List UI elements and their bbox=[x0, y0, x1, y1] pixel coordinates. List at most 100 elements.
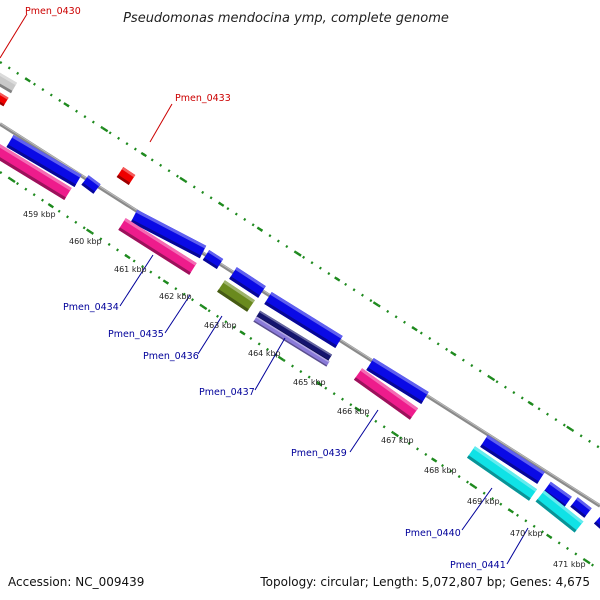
tick-label: 462 kbp bbox=[159, 292, 192, 301]
gene-block-highlight bbox=[223, 280, 255, 303]
gene-block bbox=[570, 497, 592, 518]
tick-label: 467 kbp bbox=[381, 436, 414, 445]
genes-layer bbox=[0, 72, 600, 533]
gene-block-shadow bbox=[0, 101, 5, 107]
gene-block bbox=[202, 250, 224, 269]
gene-label-pmen-0430: Pmen_0430 bbox=[25, 6, 81, 17]
leader-line-pmen-0435 bbox=[164, 294, 191, 334]
map-title: Pseudomonas mendocina ymp, complete geno… bbox=[123, 11, 449, 26]
gene-block bbox=[116, 167, 136, 185]
gene-label-pmen-0439: Pmen_0439 bbox=[291, 448, 347, 459]
gene-label-pmen-0435: Pmen_0435 bbox=[108, 329, 164, 340]
gene-block-body bbox=[116, 167, 136, 185]
gene-block bbox=[264, 292, 343, 348]
summary-text: Topology: circular; Length: 5,072,807 bp… bbox=[259, 575, 590, 589]
gene-block-body bbox=[130, 209, 207, 259]
tick-label: 468 kbp bbox=[424, 466, 457, 475]
gene-block-highlight bbox=[360, 368, 419, 411]
gene-block-shadow bbox=[366, 367, 423, 404]
gene-block bbox=[0, 72, 17, 94]
gene-label-pmen-0440: Pmen_0440 bbox=[405, 528, 461, 539]
gene-block-body bbox=[535, 490, 584, 533]
gene-label-pmen-0436: Pmen_0436 bbox=[143, 351, 199, 362]
gene-block-highlight bbox=[124, 218, 197, 266]
gene-block-shadow bbox=[217, 289, 249, 312]
gene-block-highlight bbox=[235, 267, 266, 289]
gene-block-shadow bbox=[535, 499, 577, 533]
gene-label-pmen-0437: Pmen_0437 bbox=[199, 387, 255, 398]
gene-block-body bbox=[229, 267, 266, 298]
gene-block-body bbox=[570, 497, 592, 518]
gene-block-body bbox=[353, 368, 419, 420]
leader-line-pmen-0437 bbox=[254, 337, 286, 391]
gene-block-body bbox=[366, 358, 429, 404]
gene-block bbox=[229, 267, 266, 298]
tick-label: 460 kbp bbox=[69, 237, 102, 246]
gene-block-body bbox=[480, 435, 545, 484]
leader-line-pmen-0436 bbox=[197, 315, 223, 355]
tick-label: 464 kbp bbox=[248, 349, 281, 358]
tick-label: 466 kbp bbox=[337, 407, 370, 416]
inner-dotted-ring bbox=[0, 171, 600, 571]
gene-block-shadow bbox=[467, 455, 531, 501]
gene-block-body bbox=[217, 280, 255, 312]
gene-block bbox=[81, 175, 101, 194]
gene-block bbox=[118, 218, 197, 275]
gene-block-highlight bbox=[0, 92, 9, 100]
gene-block-highlight bbox=[0, 144, 72, 191]
gene-block-highlight bbox=[542, 490, 584, 524]
tick-label: 459 kbp bbox=[23, 210, 56, 219]
gene-block-shadow bbox=[118, 227, 191, 275]
leader-line-pmen-0434 bbox=[119, 254, 154, 307]
gene-block-highlight bbox=[207, 250, 224, 262]
gene-label-pmen-0441: Pmen_0441 bbox=[450, 560, 506, 571]
tick-label: 463 kbp bbox=[204, 321, 237, 330]
gene-block bbox=[0, 144, 72, 200]
gene-block-highlight bbox=[473, 446, 537, 492]
gene-block-shadow bbox=[202, 257, 219, 269]
gene-block bbox=[467, 446, 537, 501]
gene-block-shadow bbox=[0, 157, 66, 200]
tick-label: 465 kbp bbox=[293, 378, 326, 387]
leader-line-pmen-0440 bbox=[461, 487, 493, 531]
gene-block-shadow bbox=[594, 521, 600, 529]
gene-block bbox=[535, 490, 584, 533]
gene-block bbox=[6, 135, 82, 187]
gene-block-body bbox=[202, 250, 224, 269]
leader-line-pmen-0439 bbox=[349, 409, 379, 453]
accession-text: Accession: NC_009439 bbox=[8, 575, 144, 589]
gene-block-highlight bbox=[0, 72, 17, 86]
gene-block-highlight bbox=[270, 292, 343, 339]
outer-ring-ticks bbox=[0, 60, 600, 450]
gene-block-highlight bbox=[372, 358, 429, 395]
tick-label: 461 kbp bbox=[114, 265, 147, 274]
gene-block-highlight bbox=[135, 209, 207, 249]
gene-block-shadow bbox=[116, 174, 131, 185]
gene-block-highlight bbox=[549, 481, 572, 500]
gene-block-body bbox=[81, 175, 101, 194]
gene-block bbox=[594, 516, 600, 529]
gene-block bbox=[0, 92, 9, 107]
gene-block-shadow bbox=[253, 320, 328, 367]
gene-block-shadow bbox=[0, 83, 13, 94]
gene-block-highlight bbox=[259, 310, 333, 357]
gene-block bbox=[253, 316, 330, 367]
gene-label-pmen-0433: Pmen_0433 bbox=[175, 93, 231, 104]
gene-block-highlight bbox=[12, 135, 82, 178]
gene-block-shadow bbox=[570, 504, 586, 518]
gene-block-body bbox=[255, 310, 333, 362]
gene-block-shadow bbox=[353, 377, 412, 420]
gene-block-body bbox=[6, 135, 82, 187]
gene-block-shadow bbox=[480, 444, 539, 484]
gene-block bbox=[130, 209, 207, 259]
leader-line-pmen-0433 bbox=[149, 103, 173, 143]
gene-block-body bbox=[118, 218, 197, 275]
gene-block bbox=[353, 368, 419, 420]
leader-line-pmen-0441 bbox=[506, 527, 529, 565]
gene-block-highlight bbox=[486, 435, 545, 475]
leader-line-pmen-0430 bbox=[0, 13, 28, 59]
gene-block-shadow bbox=[229, 276, 260, 298]
gene-block-body bbox=[253, 316, 330, 367]
